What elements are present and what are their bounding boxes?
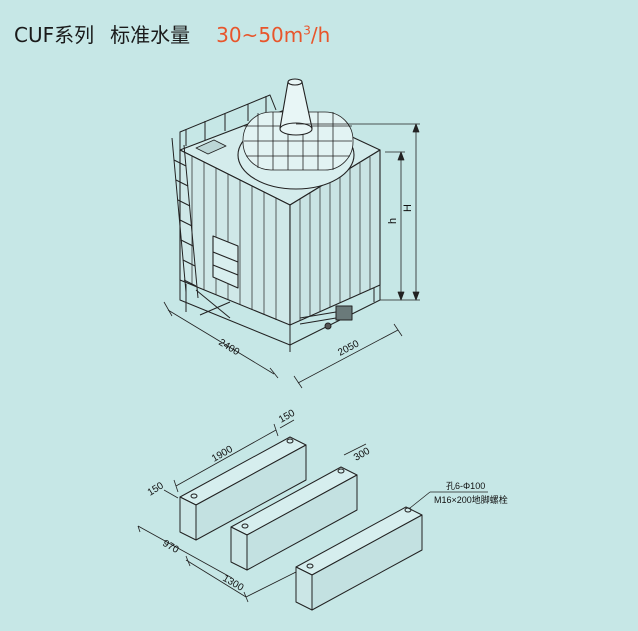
page-title: CUF系列标准水量 30~50m3/h [14,19,330,48]
foundation-beam-3 [295,506,423,611]
foundation-spacing-b-label: 1300 [221,573,246,594]
tower-width-label: 2050 [336,338,361,358]
capacity-range: 30~50m3/h [216,23,331,47]
base-dimensions [163,301,403,389]
subtitle: 标准水量 [110,23,191,47]
foundation-side-width-label: 150 [146,480,166,498]
tower-h-label: h [387,218,399,224]
foundation-bolts-note: M16×200地脚螺栓 [434,494,508,505]
foundation-beam-1 [179,436,307,541]
distribution-box [195,139,227,155]
access-door [212,235,239,289]
tower-H-label: H [402,204,414,212]
foundation-holes-note: 孔6-Φ100 [446,481,485,491]
foundation-beam-width-label: 300 [352,446,372,464]
fan-motor [279,78,313,136]
fan-guard [242,111,354,171]
foundation-end-width-label: 150 [277,408,297,426]
pump-assembly [299,305,353,330]
ladder [171,137,199,299]
tower-base [179,280,381,352]
foundation-length-label: 1900 [210,444,235,465]
cooling-tower [163,78,420,389]
foundation-plan [137,419,488,611]
tower-right-ribs [299,157,371,321]
foundation-dimensions [137,419,367,603]
height-dimension [296,123,420,301]
tower-left-ribs [191,156,277,320]
foundation-beam-2 [230,466,358,571]
tower-length-label: 2400 [216,337,241,358]
bolt-callout [409,491,488,509]
foundation-spacing-a-label: 970 [161,538,181,556]
series-name: CUF系列 [14,23,95,47]
top-handrail [179,94,277,150]
